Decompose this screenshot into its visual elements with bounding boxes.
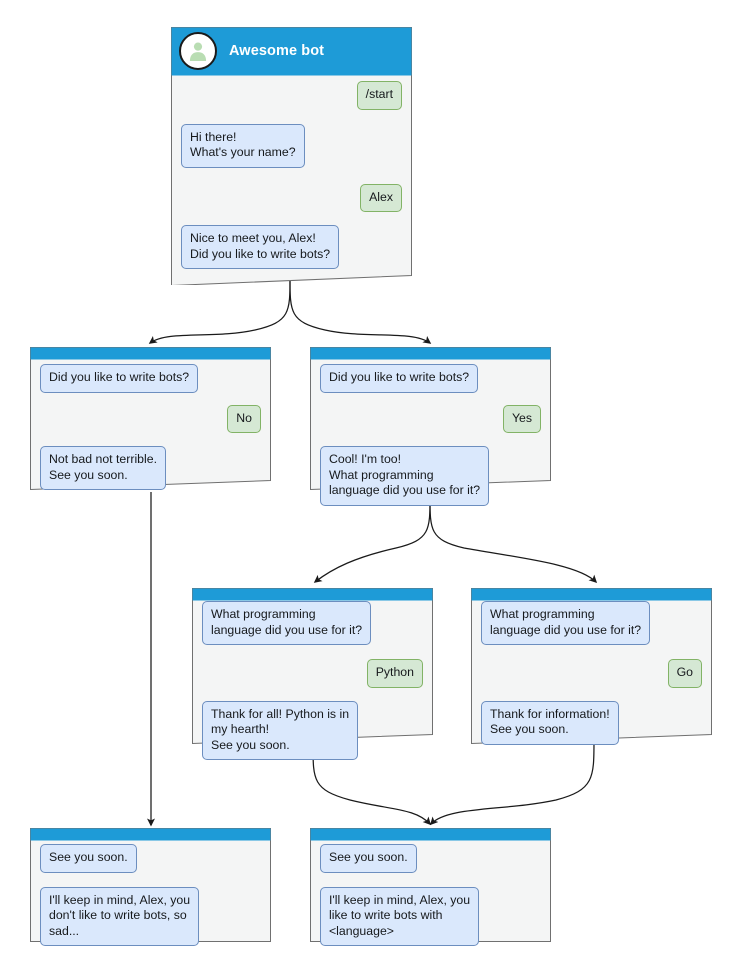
- user-message-bubble: No: [227, 404, 261, 433]
- message-row: Not bad not terrible. See you soon.: [40, 446, 261, 490]
- message-row: What programming language did you use fo…: [202, 601, 423, 645]
- bot-message-bubble: I'll keep in mind, Alex, you like to wri…: [320, 886, 480, 946]
- edge-start-to-no: [148, 277, 291, 344]
- message-row: Python: [202, 659, 423, 688]
- card-answer-no[interactable]: Did you like to write bots? No Not bad n…: [30, 347, 271, 490]
- user-message-bubble: Yes: [502, 404, 541, 433]
- bot-message-bubble: Hi there! What's your name?: [181, 123, 305, 168]
- user-message-bubble: Alex: [360, 183, 402, 212]
- message-row: Thank for information! See you soon.: [481, 700, 702, 745]
- card-header: [30, 347, 271, 359]
- bot-message-bubble: Cool! I'm too! What programming language…: [320, 446, 490, 506]
- card-header: [192, 588, 433, 600]
- bot-message-bubble: See you soon.: [320, 844, 417, 873]
- message-row: /start: [181, 81, 402, 110]
- bot-message-bubble: Did you like to write bots?: [40, 364, 199, 393]
- card-header: [310, 347, 551, 359]
- bot-title: Awesome bot: [229, 43, 325, 59]
- bot-message-bubble: I'll keep in mind, Alex, you don't like …: [40, 886, 200, 946]
- card-answer-go[interactable]: What programming language did you use fo…: [471, 588, 712, 745]
- edge-start-to-yes: [289, 277, 432, 344]
- message-row: Cool! I'm too! What programming language…: [320, 446, 541, 506]
- message-row: See you soon.: [40, 844, 261, 873]
- bot-message-bubble: What programming language did you use fo…: [481, 601, 651, 645]
- message-list: See you soon. I'll keep in mind, Alex, y…: [310, 844, 551, 946]
- card-header: [471, 588, 712, 600]
- card-end-happy[interactable]: See you soon. I'll keep in mind, Alex, y…: [310, 828, 551, 946]
- user-avatar-icon: [179, 32, 217, 70]
- message-row: Did you like to write bots?: [320, 364, 541, 393]
- bot-message-bubble: What programming language did you use fo…: [202, 601, 372, 645]
- message-list: What programming language did you use fo…: [471, 601, 712, 745]
- bot-message-bubble: Nice to meet you, Alex! Did you like to …: [181, 225, 340, 269]
- message-row: See you soon.: [320, 844, 541, 873]
- message-list: Did you like to write bots? No Not bad n…: [30, 364, 271, 490]
- message-row: I'll keep in mind, Alex, you don't like …: [40, 886, 261, 946]
- card-header: [310, 828, 551, 840]
- message-list: See you soon. I'll keep in mind, Alex, y…: [30, 844, 271, 946]
- bot-message-bubble: Not bad not terrible. See you soon.: [40, 446, 167, 490]
- card-header: [30, 828, 271, 840]
- message-row: What programming language did you use fo…: [481, 601, 702, 645]
- message-list: Did you like to write bots? Yes Cool! I'…: [310, 364, 551, 506]
- card-start[interactable]: Awesome bot /start Hi there! What's your…: [171, 27, 412, 285]
- user-message-bubble: /start: [356, 81, 402, 110]
- message-row: Nice to meet you, Alex! Did you like to …: [181, 225, 402, 269]
- user-message-bubble: Go: [667, 659, 702, 688]
- message-list: What programming language did you use fo…: [192, 601, 433, 760]
- message-list: /start Hi there! What's your name? Alex …: [171, 81, 412, 269]
- message-row: I'll keep in mind, Alex, you like to wri…: [320, 886, 541, 946]
- card-header: Awesome bot: [171, 27, 412, 75]
- message-row: Alex: [181, 183, 402, 212]
- edge-yes-to-go: [429, 496, 598, 584]
- card-answer-python[interactable]: What programming language did you use fo…: [192, 588, 433, 760]
- user-message-bubble: Python: [366, 659, 423, 688]
- message-row: Hi there! What's your name?: [181, 123, 402, 168]
- message-row: Thank for all! Python is in my hearth! S…: [202, 700, 423, 760]
- message-row: Yes: [320, 404, 541, 433]
- bot-message-bubble: Did you like to write bots?: [320, 364, 479, 393]
- card-end-sad[interactable]: See you soon. I'll keep in mind, Alex, y…: [30, 828, 271, 946]
- edge-go-to-end-happy: [429, 739, 595, 826]
- card-answer-yes[interactable]: Did you like to write bots? Yes Cool! I'…: [310, 347, 551, 506]
- bot-message-bubble: See you soon.: [40, 844, 137, 873]
- message-row: Go: [481, 659, 702, 688]
- message-row: No: [40, 404, 261, 433]
- bot-message-bubble: Thank for all! Python is in my hearth! S…: [202, 700, 359, 760]
- bot-message-bubble: Thank for information! See you soon.: [481, 700, 619, 745]
- message-row: Did you like to write bots?: [40, 364, 261, 393]
- edge-yes-to-python: [313, 496, 431, 583]
